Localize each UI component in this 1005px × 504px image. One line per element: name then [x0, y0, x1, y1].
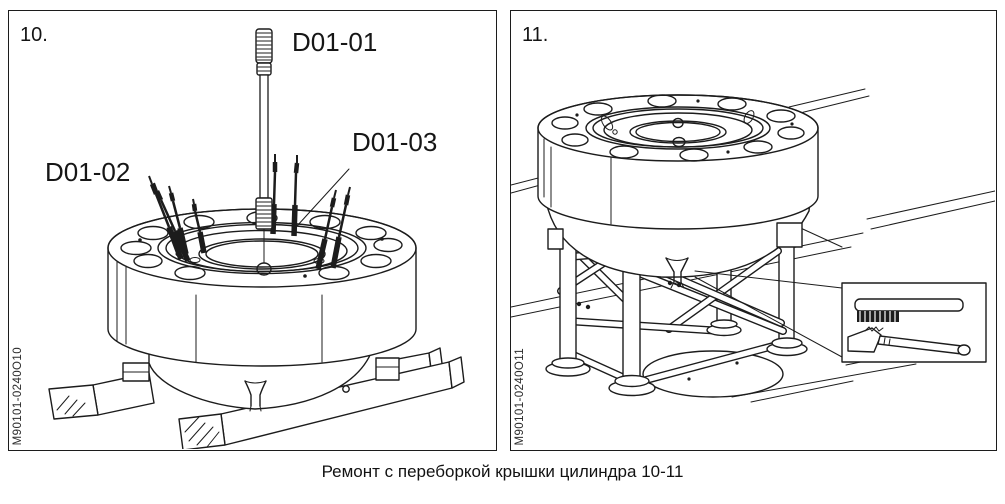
guide-studs-right [273, 154, 350, 269]
figure-panel-11: 11. M90101-0240O11 [510, 10, 997, 451]
stand-feet [546, 320, 807, 396]
lifting-rod [256, 29, 272, 263]
cover-on-stand-drawing [511, 11, 995, 449]
figure-panel-10: 10. D01-01 D01-03 D01-02 M90101-0240O10 [8, 10, 497, 451]
cylinder-cover [108, 209, 416, 366]
part-label-d01-02: D01-02 [45, 157, 131, 187]
wire-brush-icon [855, 299, 963, 322]
floor-circle [643, 351, 783, 397]
cylinder-cover [538, 95, 818, 229]
figure-number: 10. [20, 24, 48, 46]
figure-number: 11. [522, 24, 549, 46]
detail-leader-lines [695, 271, 842, 357]
drawing-code: M90101-0240O10 [12, 346, 24, 445]
figure-caption: Ремонт с переборкой крышки цилиндра 10-1… [321, 462, 684, 481]
cylinder-cover-on-beams-drawing [9, 11, 495, 449]
wooden-beam-front [179, 357, 464, 449]
drawing-code: M90101-0240O11 [514, 347, 526, 445]
guide-studs-left [149, 176, 204, 261]
scraper-icon [848, 327, 970, 355]
part-label-d01-01: D01-01 [292, 27, 378, 57]
part-label-d01-03: D01-03 [352, 127, 438, 157]
tool-inset [842, 283, 986, 362]
flange-bolt-holes [552, 95, 804, 161]
leader-line-d01-03 [297, 169, 349, 226]
cover-top-details [552, 95, 804, 161]
